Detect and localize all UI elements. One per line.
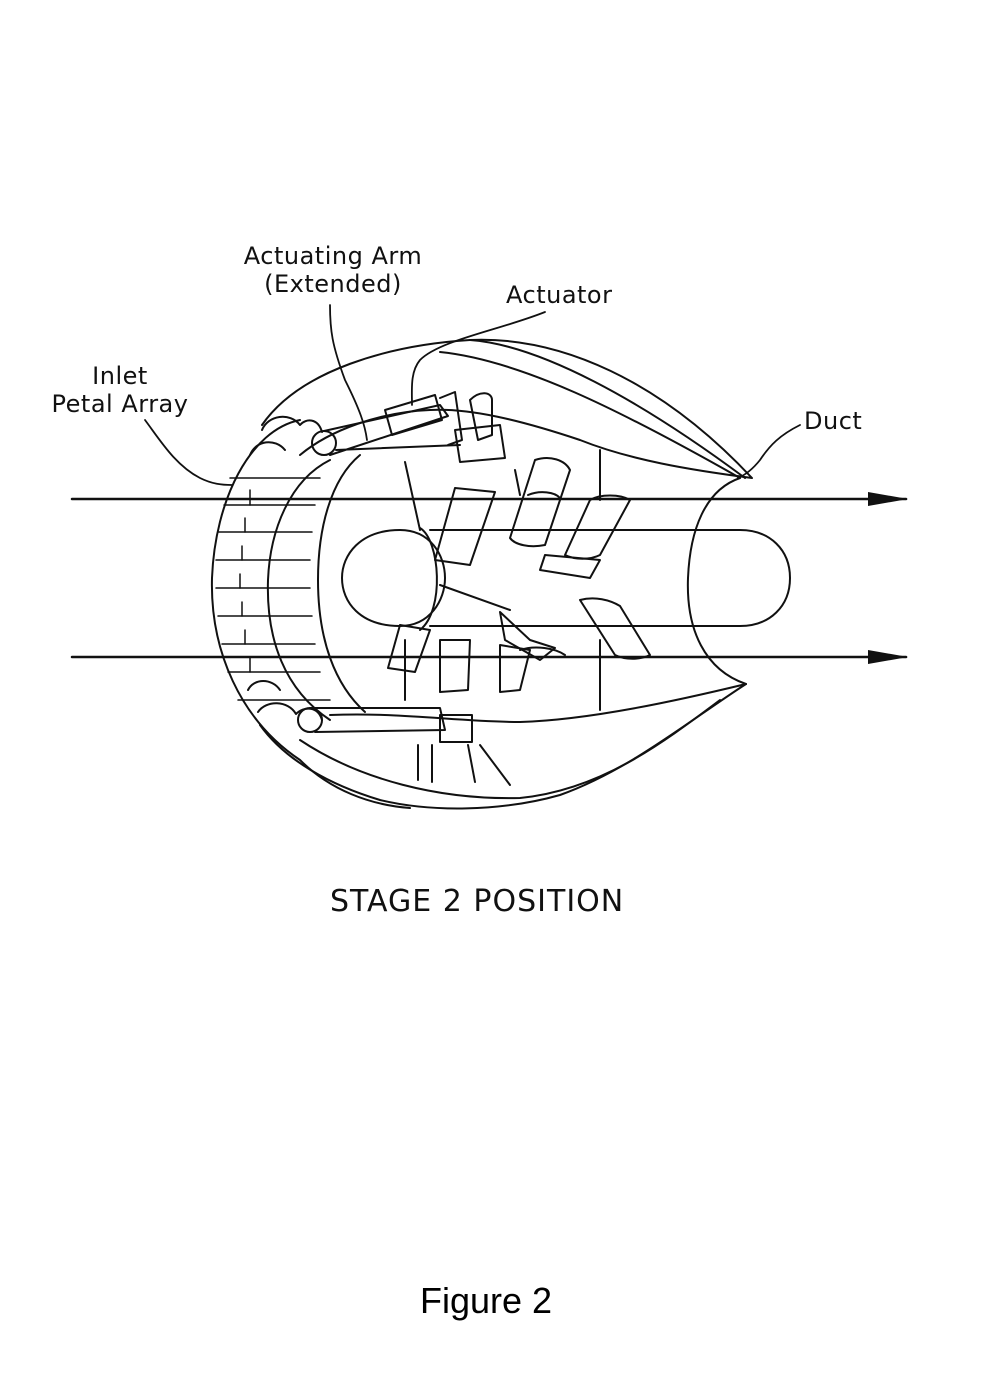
actuating-arm-pivot-bottom — [297, 707, 323, 733]
turbine-blades — [387, 457, 651, 693]
figure-caption: Figure 2 — [420, 1280, 553, 1321]
actuator-mount — [454, 392, 506, 463]
hub-collar — [419, 527, 438, 631]
inlet-ring — [317, 454, 366, 713]
duct-top-fold — [439, 339, 746, 479]
hub-nacelle — [429, 529, 791, 627]
label-inlet-line2: Petal Array — [51, 390, 189, 418]
actuator-body — [384, 391, 463, 446]
actuating-arm-bottom — [309, 707, 446, 733]
duct-bottom-fold — [299, 699, 721, 800]
hub-nose — [341, 529, 446, 627]
duct-outer-shell — [261, 338, 753, 479]
label-actuating-arm-line2: (Extended) — [264, 270, 402, 298]
label-inlet-petal-array: Inlet Petal Array — [40, 362, 200, 418]
leader-inlet — [144, 419, 233, 486]
label-actuating-arm-line1: Actuating Arm — [243, 242, 423, 270]
label-actuating-arm: Actuating Arm (Extended) — [228, 242, 438, 298]
actuating-arm-top — [323, 404, 461, 456]
label-inlet-line1: Inlet — [92, 362, 148, 390]
stage-caption: STAGE 2 POSITION — [330, 884, 625, 919]
duct-aft-inner-wall — [686, 477, 747, 685]
internal-struts — [404, 449, 601, 711]
leader-actuator — [410, 311, 546, 406]
bottom-mount — [417, 714, 511, 786]
inlet-inner-curve — [266, 459, 331, 721]
duct-bottom-shell — [259, 683, 747, 810]
leader-duct — [737, 424, 801, 479]
label-duct: Duct — [804, 407, 863, 435]
inlet-bottom-coils — [247, 680, 323, 721]
leader-actuating-arm — [329, 304, 368, 441]
duct-bottom-inner — [329, 683, 747, 723]
label-actuator: Actuator — [506, 281, 613, 309]
inlet-outer-curve — [210, 419, 411, 809]
inlet-petal-slats — [215, 477, 331, 701]
inlet-top-coils — [249, 415, 323, 456]
